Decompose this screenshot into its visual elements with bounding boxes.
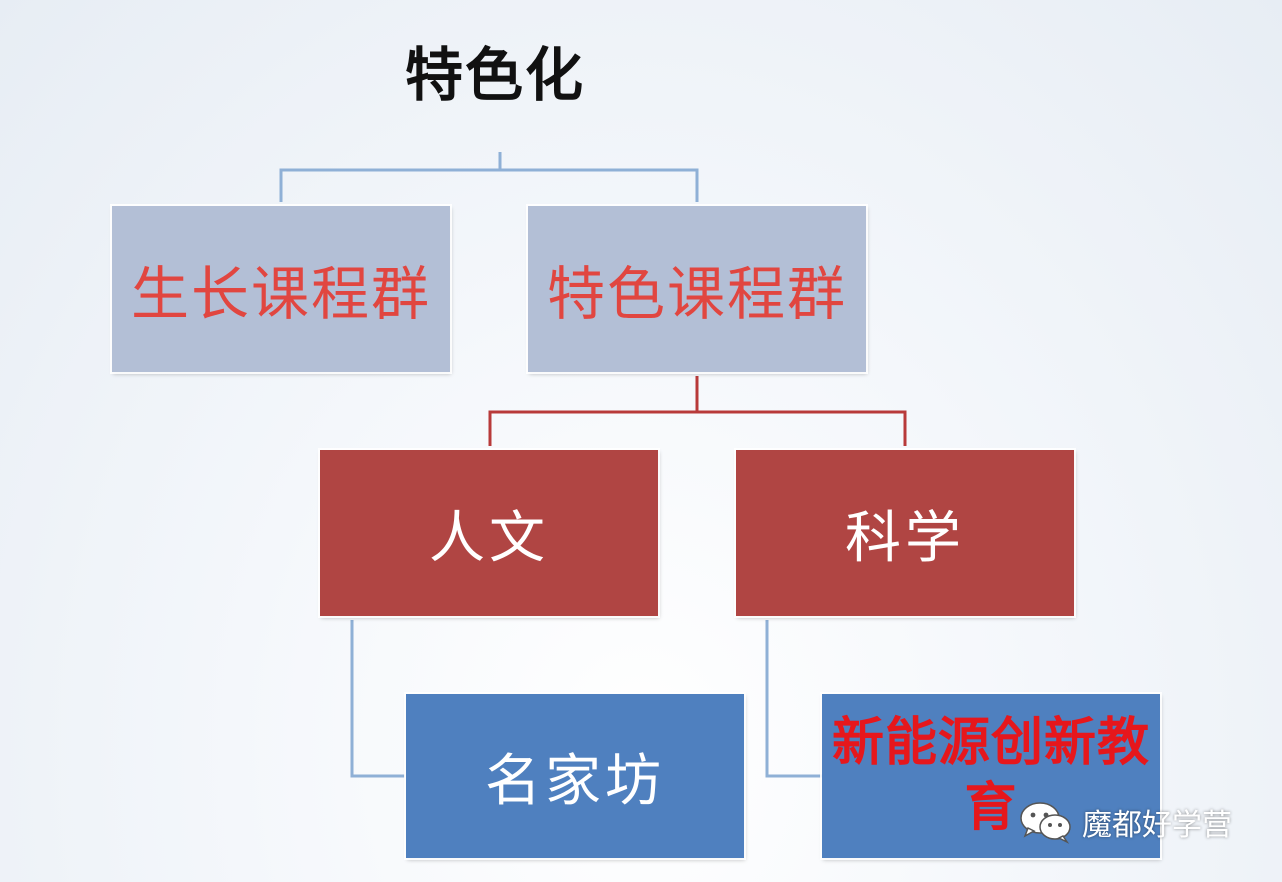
box-growth-courses: 生长课程群 (112, 206, 450, 372)
watermark-label: 魔都好学营 (1082, 808, 1232, 843)
watermark: 魔都好学营 (1018, 800, 1232, 844)
diagram-title: 特色化 (405, 41, 586, 109)
connector-top (279, 152, 699, 202)
box-featured-courses-label: 特色课程群 (546, 260, 847, 328)
box-science: 科学 (736, 450, 1074, 616)
connector-right-elbow (765, 620, 822, 778)
box-humanities: 人文 (320, 450, 658, 616)
box-new-energy-innovation: 新能源创新教育 (822, 694, 1160, 858)
box-growth-courses-label: 生长课程群 (130, 260, 431, 328)
box-masters-workshop: 名家坊 (406, 694, 744, 858)
connector-left-elbow (350, 620, 405, 778)
box-new-energy-innovation-label: 新能源创新教育 (831, 713, 1150, 838)
box-masters-workshop-label: 名家坊 (485, 748, 665, 814)
box-featured-courses: 特色课程群 (528, 206, 866, 372)
connector-middle (488, 376, 907, 446)
box-science-label: 科学 (845, 505, 965, 571)
wechat-icon (1020, 802, 1071, 844)
box-humanities-label: 人文 (429, 505, 549, 571)
